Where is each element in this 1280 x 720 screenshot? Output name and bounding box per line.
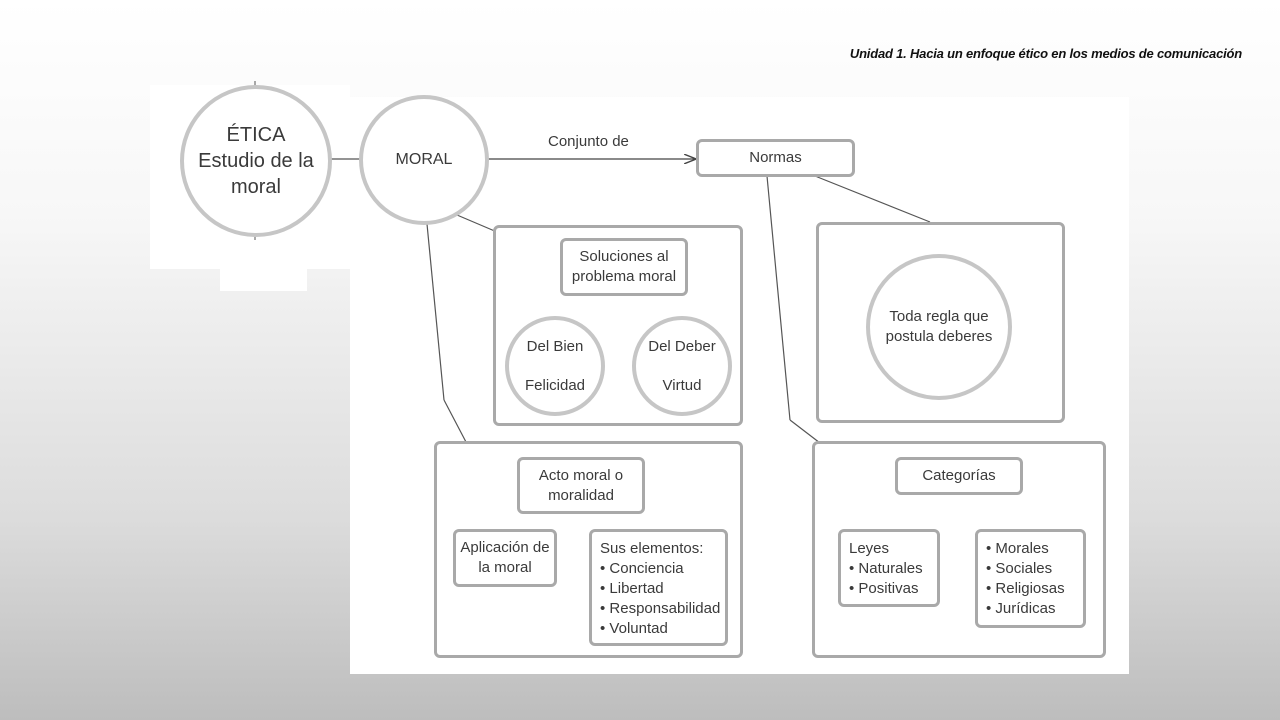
- slide-header: Unidad 1. Hacia un enfoque ético en los …: [849, 46, 1242, 61]
- tipos-item: • Morales: [986, 540, 1049, 557]
- etica-circle: ÉTICA Estudio de la moral: [180, 85, 332, 237]
- leyes-title: Leyes: [849, 540, 890, 557]
- moral-acto-line-2: [443, 399, 467, 443]
- acto-title-line1: Acto moral o: [538, 466, 624, 484]
- leyes-item: • Positivas: [849, 580, 919, 597]
- moral-acto-line: [426, 223, 445, 401]
- etica-line2: Estudio de la: [198, 150, 314, 172]
- normas-regla-line: [814, 175, 931, 223]
- regla-line2: postula deberes: [885, 328, 993, 345]
- normas-box: Normas: [696, 139, 855, 177]
- elementos-item: • Responsabilidad: [600, 600, 721, 617]
- etica-line3: moral: [230, 176, 281, 198]
- soluciones-title-box: Soluciones al problema moral: [560, 238, 688, 296]
- del-bien-line2: Felicidad: [524, 376, 586, 394]
- moral-label: MORAL: [395, 151, 453, 168]
- tipos-item: • Jurídicas: [986, 600, 1056, 617]
- del-bien-line1: Del Bien: [526, 337, 584, 355]
- elementos-item: • Conciencia: [600, 560, 684, 577]
- acto-title-line2: moralidad: [548, 486, 614, 504]
- elementos-item: • Libertad: [600, 580, 664, 597]
- soluciones-title-line2: problema moral: [571, 268, 677, 285]
- del-deber-circle: Del Deber Virtud: [632, 316, 732, 416]
- aplicacion-box: Aplicación de la moral: [453, 529, 557, 587]
- edge-label-conjunto: Conjunto de: [548, 133, 629, 150]
- normas-categorias-line: [766, 175, 791, 421]
- etica-line1: ÉTICA: [226, 124, 286, 146]
- elementos-item: • Voluntad: [600, 620, 668, 637]
- moral-circle: MORAL: [359, 95, 489, 225]
- normas-label: Normas: [749, 149, 802, 166]
- del-deber-line2: Virtud: [662, 376, 702, 394]
- normas-categorias-line-2: [789, 419, 821, 444]
- categorias-title-box: Categorías: [895, 457, 1023, 495]
- regla-line1: Toda regla que: [889, 308, 989, 325]
- regla-circle: Toda regla que postula deberes: [866, 254, 1012, 400]
- categorias-title: Categorías: [922, 467, 996, 484]
- aplicacion-line1: Aplicación de: [460, 539, 550, 556]
- aplicacion-line2: la moral: [478, 559, 532, 576]
- white-panel-left-tab: [220, 268, 307, 291]
- tipos-item: • Sociales: [986, 560, 1053, 577]
- tipos-item: • Religiosas: [986, 580, 1065, 597]
- del-deber-line1: Del Deber: [648, 337, 716, 355]
- leyes-item: • Naturales: [849, 560, 923, 577]
- elementos-box: Sus elementos: • Conciencia • Libertad •…: [589, 529, 728, 646]
- elementos-title: Sus elementos:: [600, 540, 704, 557]
- del-bien-circle: Del Bien Felicidad: [505, 316, 605, 416]
- tipos-box: • Morales • Sociales • Religiosas • Jurí…: [975, 529, 1086, 628]
- moral-soluciones-line: [456, 214, 498, 233]
- soluciones-title-line1: Soluciones al: [579, 248, 669, 265]
- leyes-box: Leyes • Naturales • Positivas: [838, 529, 940, 607]
- acto-title-box: Acto moral o moralidad: [517, 457, 645, 514]
